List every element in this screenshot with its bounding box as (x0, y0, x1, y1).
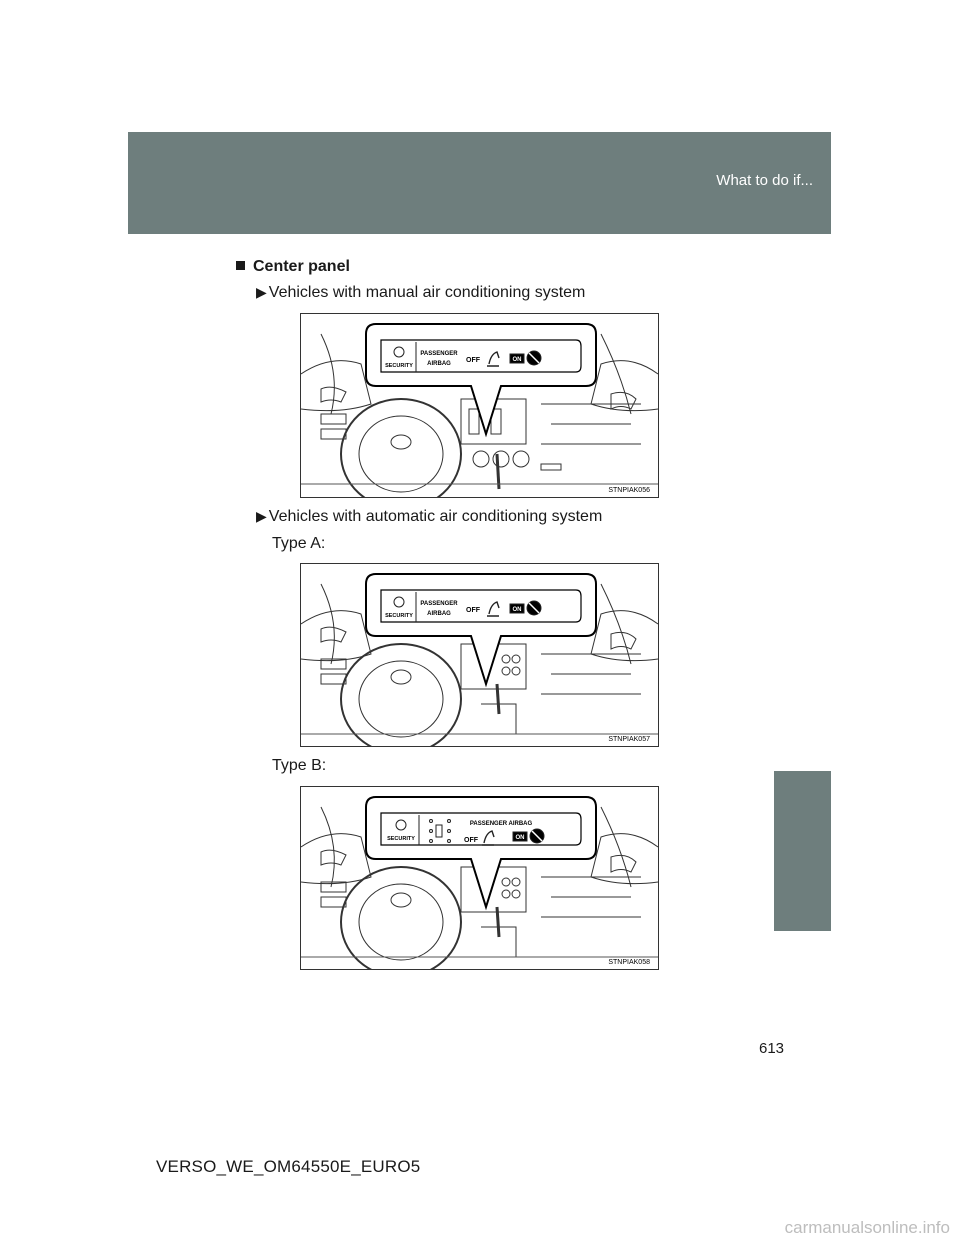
figure-code: STNPIAK057 (608, 736, 650, 743)
indicator-cluster-icon (429, 819, 451, 843)
document-code: VERSO_WE_OM64550E_EURO5 (156, 1157, 421, 1176)
on-label: ON (516, 835, 525, 841)
callout: SECURITY PASSENGER AIRBAG OFF ON (365, 323, 597, 438)
seat-airbag-icon (482, 830, 495, 846)
on-label: ON (513, 607, 522, 613)
header-title: What to do if... (716, 172, 813, 189)
off-label: OFF (464, 837, 479, 844)
triangle-bullet-icon: ▶ (256, 284, 267, 300)
off-label: OFF (466, 357, 481, 364)
chapter-tab (774, 771, 831, 931)
bullet-auto-ac-text: Vehicles with automatic air conditioning… (268, 508, 603, 525)
callout: SECURITY PASSENGER AIRBAG OFF ON (365, 573, 597, 688)
page-number: 613 (759, 1040, 785, 1057)
callout: SECURITY PASSENGER AIRBAG OFF ON (365, 796, 597, 911)
type-b-label: Type B: (272, 757, 327, 774)
passenger-label: PASSENGER (420, 601, 458, 607)
off-label: OFF (466, 607, 481, 614)
type-a-label: Type A: (272, 535, 326, 552)
header-band: What to do if... (128, 132, 831, 234)
section-heading-text: Center panel (253, 258, 350, 275)
security-label: SECURITY (387, 836, 415, 842)
seat-airbag-icon (487, 601, 500, 617)
figure-code: STNPIAK056 (608, 487, 650, 494)
seat-airbag-icon (487, 351, 500, 367)
triangle-bullet-icon: ▶ (256, 508, 267, 524)
on-label: ON (513, 357, 522, 363)
bullet-auto-ac: ▶Vehicles with automatic air conditionin… (256, 508, 602, 526)
figure-manual-ac: SECURITY PASSENGER AIRBAG OFF ON STNPIAK… (300, 313, 659, 498)
dashboard-illustration (301, 583, 658, 746)
dashboard-illustration (301, 333, 658, 497)
bullet-manual-ac-text: Vehicles with manual air conditioning sy… (268, 284, 586, 301)
figure-auto-ac-type-b: SECURITY PASSENGER AIRBAG OFF ON STNPIAK… (300, 786, 659, 970)
square-bullet-icon (236, 261, 245, 270)
passenger-airbag-label: PASSENGER AIRBAG (470, 821, 533, 827)
passenger-label: PASSENGER (420, 351, 458, 357)
security-label: SECURITY (385, 613, 413, 619)
figure-code: STNPIAK058 (608, 959, 650, 966)
airbag-label: AIRBAG (427, 361, 451, 367)
dashboard-illustration (301, 806, 658, 969)
bullet-manual-ac: ▶Vehicles with manual air conditioning s… (256, 284, 585, 302)
airbag-label: AIRBAG (427, 611, 451, 617)
section-heading: Center panel (236, 258, 350, 276)
watermark: carmanualsonline.info (784, 1218, 950, 1237)
security-label: SECURITY (385, 363, 413, 369)
figure-auto-ac-type-a: SECURITY PASSENGER AIRBAG OFF ON STNPIAK… (300, 563, 659, 747)
